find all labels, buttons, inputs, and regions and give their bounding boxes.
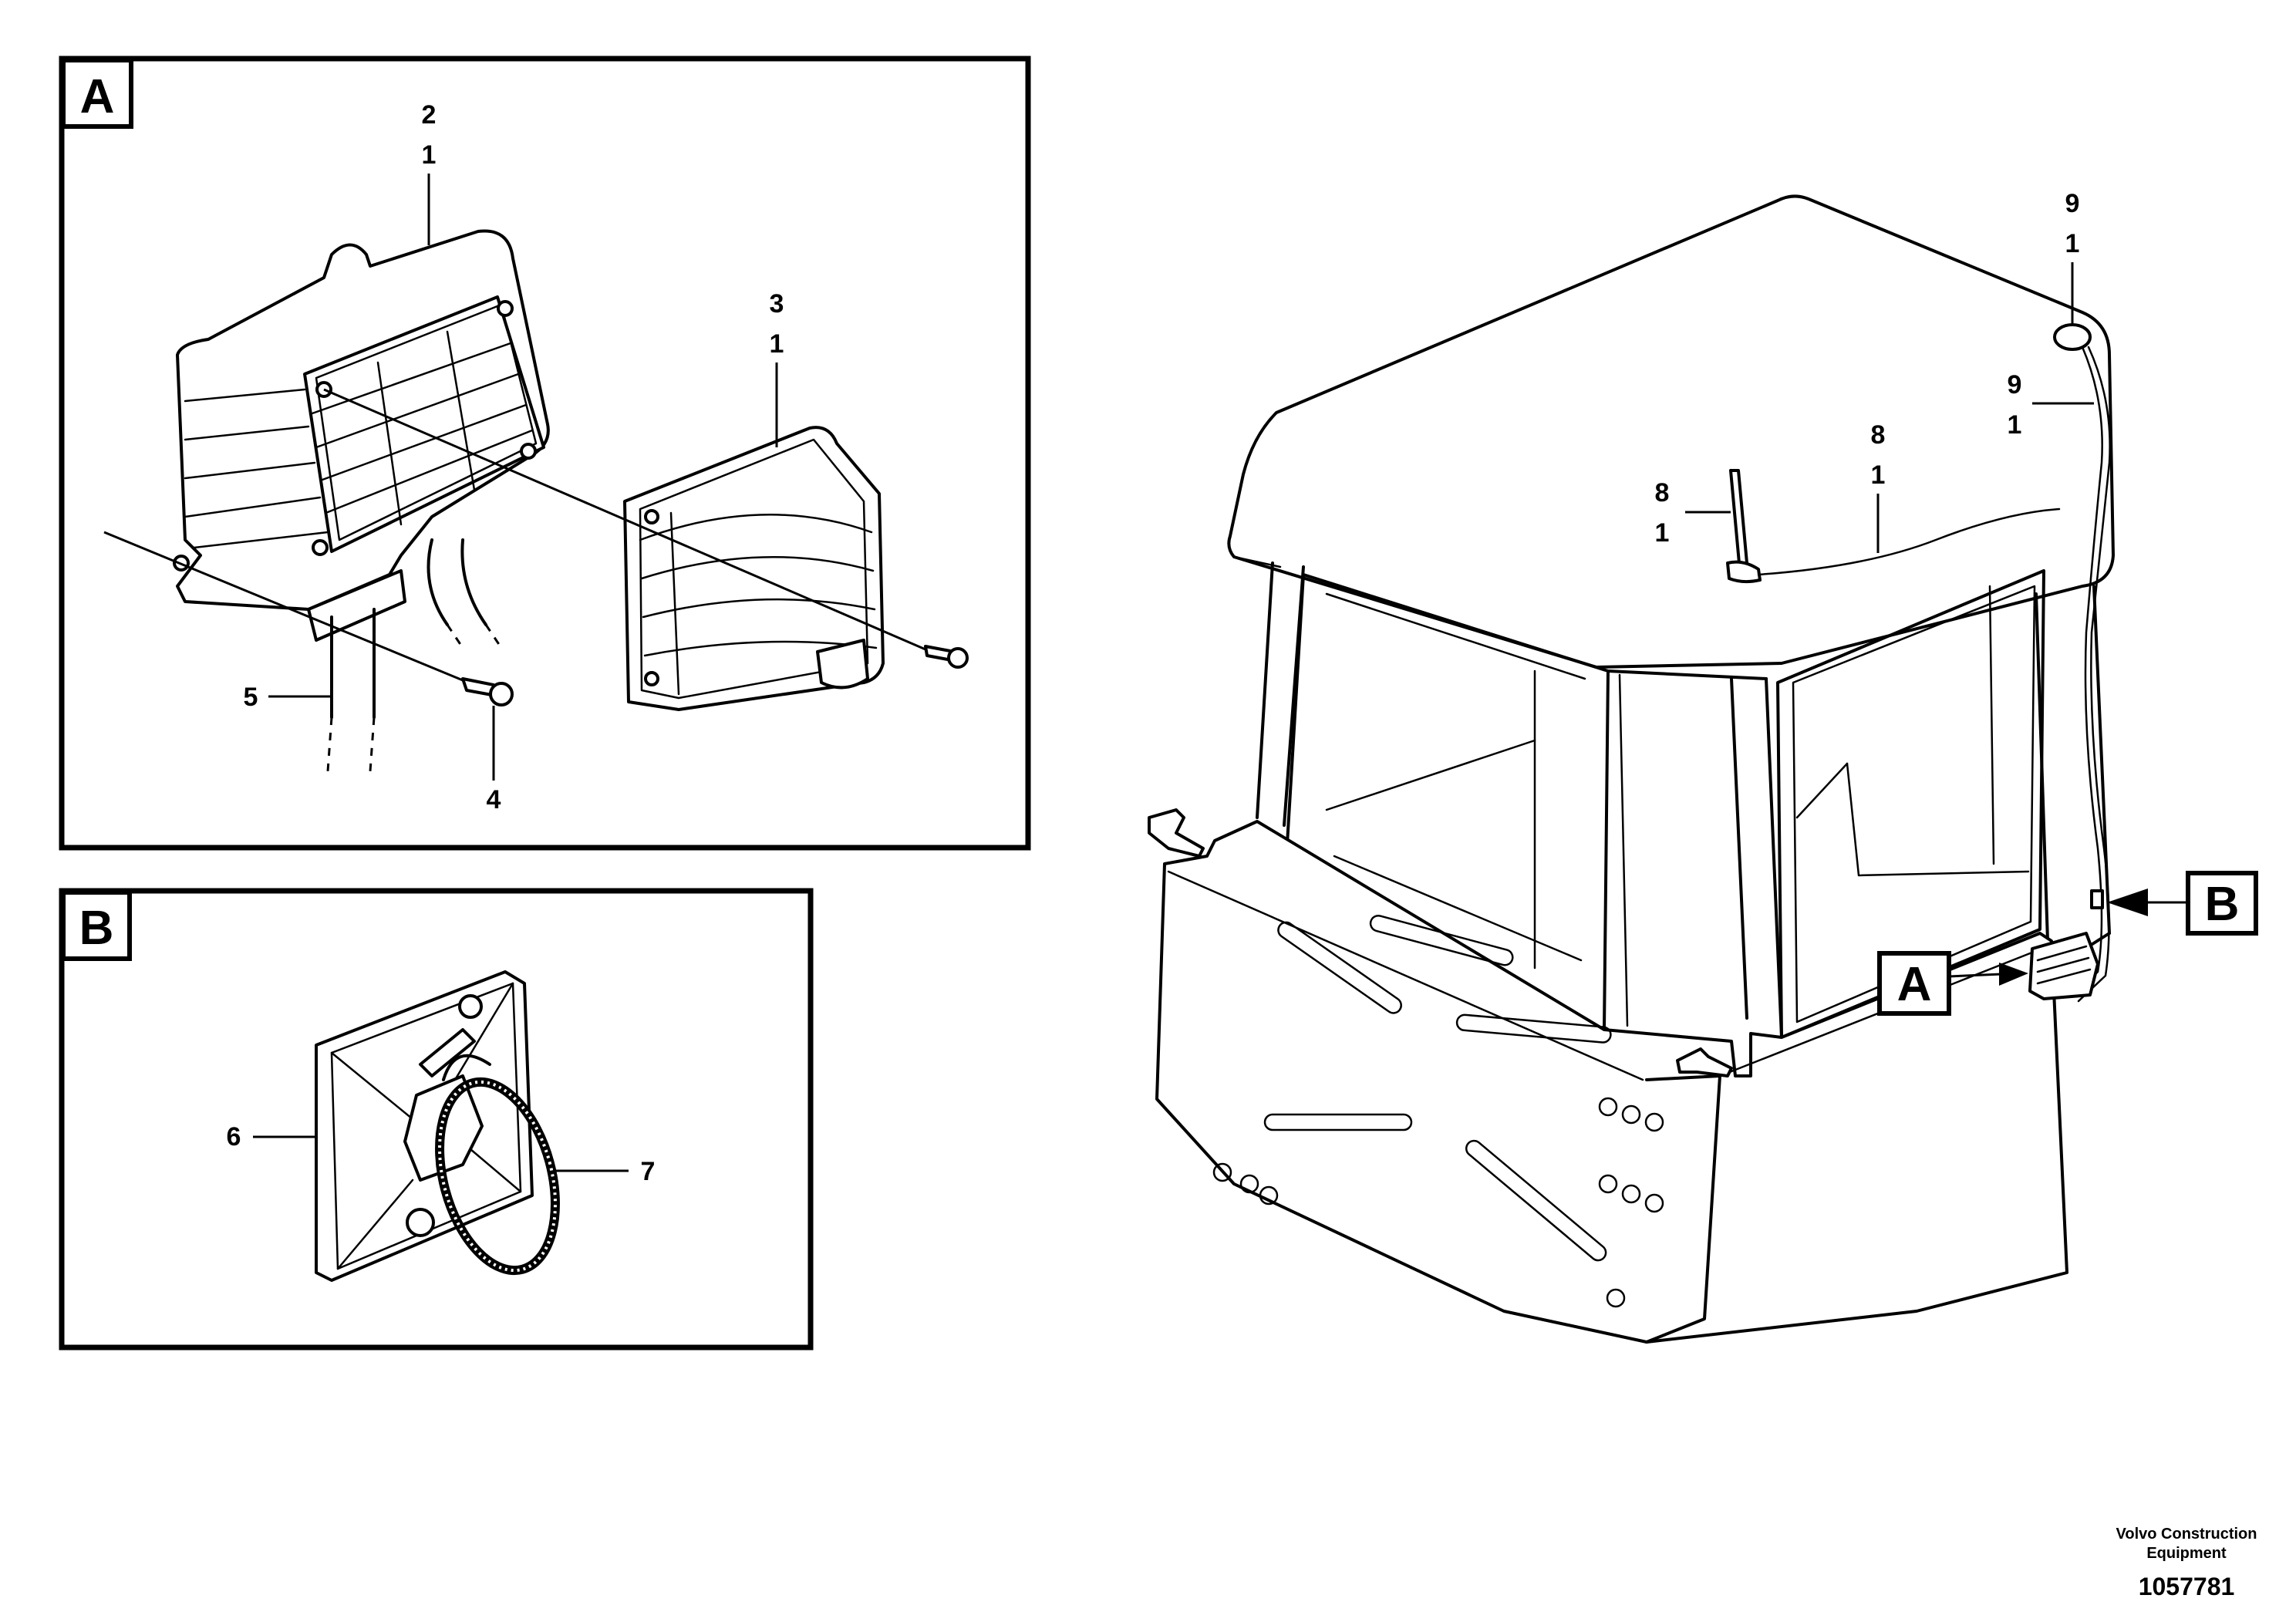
detail-b-label-box [61,890,132,961]
callout-9-antenna: 9 [2065,189,2080,218]
cab-roof [1227,194,2115,669]
reference-a: A [1877,951,2028,1016]
callout-2: 2 [422,100,437,130]
cab-lamp [2028,932,2099,1000]
callout-7: 7 [641,1157,656,1186]
footer-company-line2: Equipment [2146,1545,2227,1562]
callout-4: 4 [487,785,501,814]
reference-b: B [2107,871,2258,936]
callout-8-antenna: 8 [1655,478,1670,508]
callout-9-antenna-qty: 1 [2065,229,2080,258]
footer-company-line1: Volvo Construction [2116,1526,2257,1543]
lamp-cover [623,426,885,711]
callout-3-qty: 1 [770,329,784,359]
cable-5 [326,608,376,772]
cab-assembly [1148,194,2115,1344]
cab-lower-body [1155,820,2068,1344]
reference-b-label: B [2205,878,2240,931]
callout-9-cable-qty: 1 [2008,410,2022,440]
roof-antenna-9 [2053,323,2111,1003]
detail-a-panel: A [59,56,1031,851]
callout-9-cable: 9 [2008,370,2022,400]
screw-right [924,645,969,669]
callout-8-cable-qty: 1 [1871,460,1886,490]
callout-6: 6 [227,1122,241,1152]
detail-b-panel: B [59,888,814,1351]
cable-tie [419,1028,560,1276]
callout-8-cable: 8 [1871,420,1886,450]
callout-8-antenna-qty: 1 [1655,518,1670,548]
detail-b-label: B [79,902,114,955]
cable-tie-mount [315,970,534,1282]
footer-document-number: 1057781 [2139,1573,2235,1600]
callout-5: 5 [244,683,258,712]
lamp-housing [173,229,550,649]
detail-a-label-box [61,58,133,129]
callout-3: 3 [770,289,784,319]
antenna-8 [1726,469,2061,584]
screw-4 [461,677,514,706]
detail-a-label: A [80,70,115,123]
callout-2-qty: 1 [422,140,437,170]
reference-a-label: A [1897,958,1932,1011]
